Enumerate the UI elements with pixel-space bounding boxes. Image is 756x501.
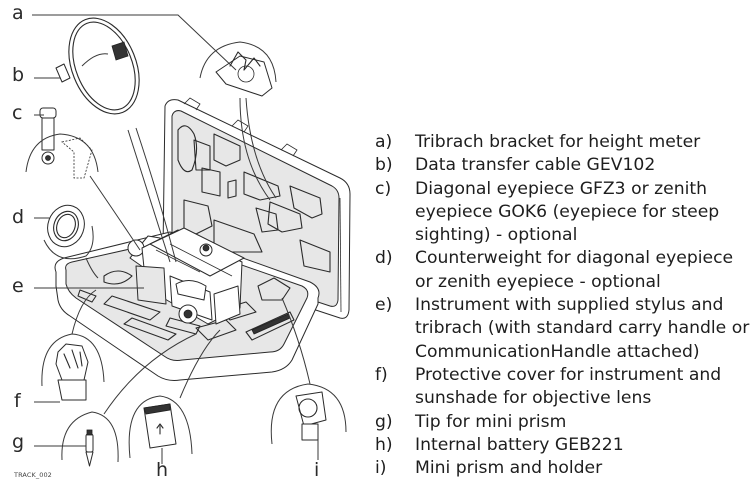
legend-item: c) Diagonal eyepiece GFZ3 or zenith eyepi… bbox=[375, 178, 756, 248]
figure-id-label: TRACK_002 bbox=[14, 471, 52, 479]
legend-key: d) bbox=[375, 248, 393, 269]
diagonal-eyepiece-item bbox=[25, 107, 99, 179]
callout-a: a bbox=[12, 2, 24, 24]
legend-item: d) Counterweight for diagonal eyepiece or… bbox=[375, 247, 756, 294]
legend-text: Diagonal eyepiece GFZ3 or zenith eyepiec… bbox=[415, 178, 720, 246]
callout-f: f bbox=[14, 390, 21, 412]
legend-text: Counterweight for diagonal eyepiece or z… bbox=[415, 248, 734, 292]
callout-i: i bbox=[314, 459, 320, 481]
legend-list: a) Tribrach bracket for height meter b) Da… bbox=[375, 131, 756, 480]
internal-battery-item bbox=[128, 395, 193, 459]
leader-lines bbox=[32, 14, 319, 464]
legend-text: Instrument with supplied stylus and trib… bbox=[415, 295, 750, 362]
legend-text: Tribrach bracket for height meter bbox=[415, 132, 701, 152]
callout-b: b bbox=[12, 64, 25, 86]
legend-item: a) Tribrach bracket for height meter bbox=[375, 131, 756, 154]
legend-item: i) Mini prism and holder bbox=[375, 457, 756, 480]
legend-key: b) bbox=[375, 155, 393, 176]
legend-key: g) bbox=[375, 411, 393, 432]
callout-h: h bbox=[156, 459, 169, 481]
case-line-art bbox=[25, 14, 351, 467]
legend-text: Internal battery GEB221 bbox=[415, 434, 624, 455]
tribrach-bracket-item bbox=[199, 41, 277, 97]
legend-item: b) Data transfer cable GEV102 bbox=[375, 154, 756, 177]
counterweight-item bbox=[43, 204, 94, 260]
callout-g: g bbox=[12, 431, 25, 453]
legend-key: i) bbox=[375, 458, 387, 479]
legend-text: Data transfer cable GEV102 bbox=[415, 155, 656, 176]
callout-c: c bbox=[12, 102, 23, 124]
legend-key: a) bbox=[375, 132, 393, 152]
mini-prism-item bbox=[270, 383, 347, 445]
legend-item: h) Internal battery GEB221 bbox=[375, 434, 756, 457]
legend-text: Protective cover for instrument and suns… bbox=[415, 364, 722, 409]
legend-key: h) bbox=[375, 434, 393, 455]
legend-key: c) bbox=[375, 178, 392, 199]
legend-text: Mini prism and holder bbox=[415, 458, 603, 479]
container-contents-illustration: a b c d e f g h i TRACK_002 bbox=[0, 0, 370, 497]
legend-item: f) Protective cover for instrument and su… bbox=[375, 364, 756, 411]
legend-key: f) bbox=[375, 364, 388, 385]
callout-e: e bbox=[12, 275, 24, 297]
legend-text: Tip for mini prism bbox=[415, 411, 567, 432]
case-base bbox=[54, 231, 320, 381]
data-transfer-cable-item bbox=[55, 17, 140, 115]
legend-item: e) Instrument with supplied stylus and tr… bbox=[375, 294, 756, 364]
protective-cover-item bbox=[41, 333, 105, 401]
legend-item: g) Tip for mini prism bbox=[375, 411, 756, 434]
legend-key: e) bbox=[375, 295, 393, 316]
callout-d: d bbox=[12, 206, 25, 228]
mini-prism-tip-item bbox=[61, 411, 119, 467]
